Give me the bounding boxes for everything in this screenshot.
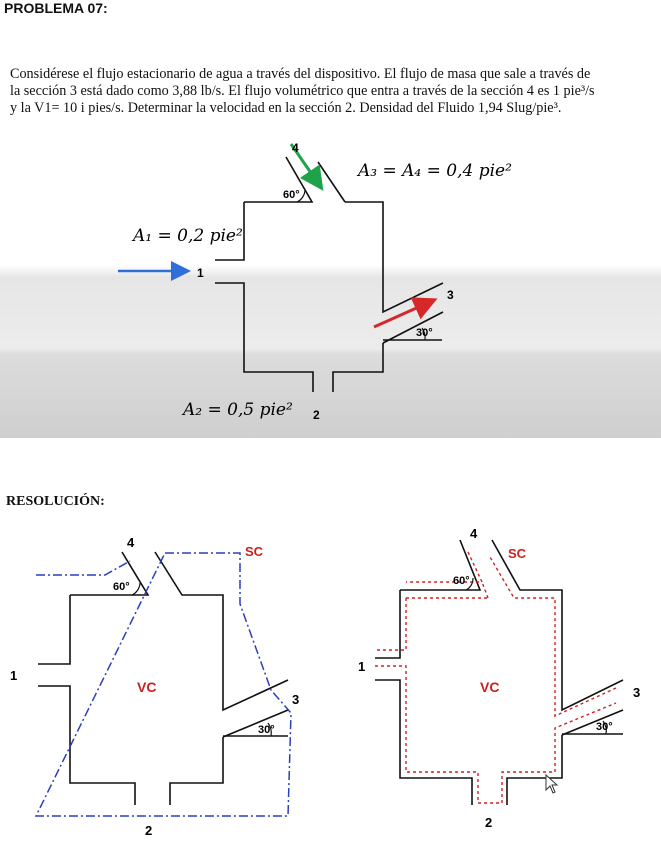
section-2-label-left: 2 [145, 823, 152, 838]
control-volume-diagram-left: 4 SC 60° 1 VC 3 30° 2 [10, 535, 299, 838]
angle-60-arc-left [131, 582, 141, 596]
problem-line: y la V1= 10 i pies/s. Determinar la velo… [10, 100, 562, 116]
section-3-label: 3 [447, 288, 454, 302]
control-volume-diagram-right: 4 SC 60° 1 VC 3 30° 2 [358, 526, 640, 830]
angle-30-arc-right [602, 720, 607, 735]
control-surface-left [34, 552, 292, 817]
page-title: PROBLEMA 07: [4, 0, 108, 16]
section-4-label-left: 4 [127, 535, 135, 550]
angle-30-label: 30° [416, 327, 433, 339]
angle-30-arc-left [267, 722, 272, 737]
section-2-label-right: 2 [485, 815, 492, 830]
section-4-label-right: 4 [470, 526, 478, 541]
area-a2-label: A₂ = 0,5 pie² [181, 400, 293, 420]
problem-diagram-svg: 4 60° A₃ = A₄ = 0,4 pie² A₁ = 0,2 pie² 1… [0, 140, 661, 438]
control-surface-right [375, 551, 617, 804]
section-4-label: 4 [292, 141, 299, 155]
problem-diagram: 4 60° A₃ = A₄ = 0,4 pie² A₁ = 0,2 pie² 1… [0, 140, 661, 438]
section-2-label: 2 [313, 408, 320, 422]
vc-label-left: VC [137, 679, 156, 695]
angle-60-label-left: 60° [113, 581, 130, 593]
section-3-label-right: 3 [633, 685, 640, 700]
angle-30-arc [421, 327, 426, 341]
outlet-3-arrow [373, 297, 438, 329]
problem-line: la sección 3 está dado como 3,88 lb/s. E… [10, 83, 595, 99]
diagram-background [0, 140, 661, 438]
inlet-4-arrow [289, 143, 324, 191]
resolution-title: RESOLUCIÓN: [6, 494, 105, 509]
sc-label-left: SC [245, 544, 264, 559]
problem-line: Considérese el flujo estacionario de agu… [10, 66, 591, 82]
angle-30-label-left: 30° [258, 724, 275, 736]
angle-60-label-right: 60° [453, 575, 470, 587]
vc-label-right: VC [480, 679, 499, 695]
section-1-label: 1 [197, 266, 204, 280]
angle-30-label-right: 30° [596, 721, 613, 733]
area-a1-label: A₁ = 0,2 pie² [131, 226, 243, 246]
device-outline-left [38, 551, 289, 805]
section-3-label-left: 3 [292, 692, 299, 707]
angle-60-arc-right [465, 577, 474, 591]
area-a34-label: A₃ = A₄ = 0,4 pie² [356, 161, 512, 181]
section-1-label-left: 1 [10, 668, 17, 683]
device-outline-right [375, 539, 624, 805]
angle-60-label: 60° [283, 189, 300, 201]
problem-statement: Considérese el flujo estacionario de agu… [10, 66, 655, 117]
section-1-label-right: 1 [358, 659, 365, 674]
mouse-cursor-icon [545, 773, 559, 794]
sc-label-right: SC [508, 546, 527, 561]
